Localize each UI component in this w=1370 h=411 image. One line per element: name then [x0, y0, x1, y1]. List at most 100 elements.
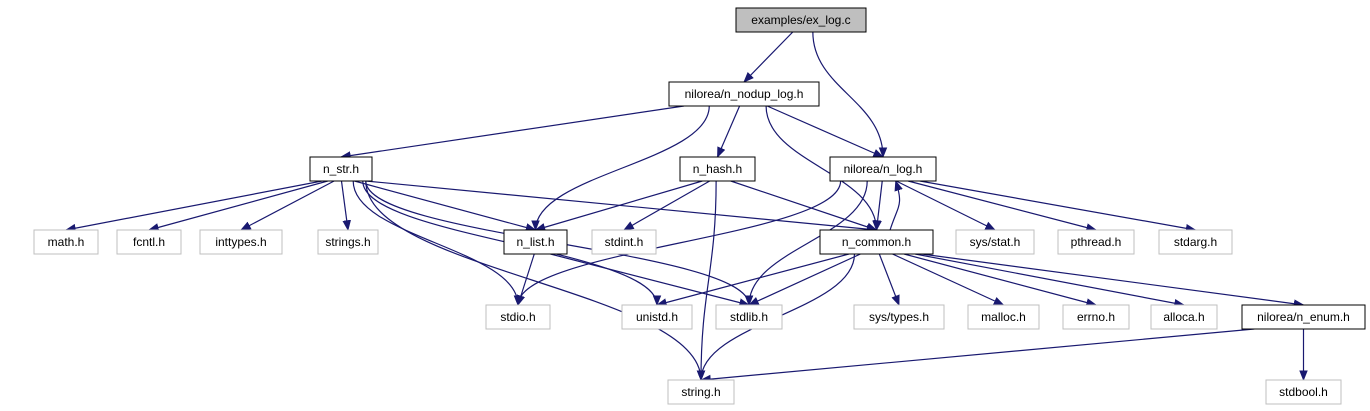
- node-fcntl: fcntl.h: [116, 229, 182, 255]
- node-box-strings: [317, 229, 379, 255]
- node-label-stdbool: stdbool.h: [1279, 385, 1328, 399]
- edge-n_log-to-pthread: [907, 180, 1098, 232]
- node-box-n_enum: [1241, 304, 1366, 330]
- node-label-n_list: n_list.h: [516, 235, 554, 249]
- node-stdint: stdint.h: [591, 229, 657, 255]
- node-box-math: [33, 229, 99, 255]
- node-label-errno: errno.h: [1077, 310, 1115, 324]
- edge-nodup-to-n_common: [765, 105, 881, 232]
- node-label-stdio: stdio.h: [500, 310, 535, 324]
- edge-n_common-to-malloc: [892, 253, 1005, 306]
- node-box-sysstat: [955, 229, 1035, 255]
- node-box-n_str: [309, 156, 373, 182]
- node-box-malloc: [967, 304, 1040, 330]
- edge-ex_log-to-n_log: [812, 31, 888, 159]
- node-inttypes: inttypes.h: [199, 229, 283, 255]
- node-nodup[interactable]: nilorea/n_nodup_log.h: [668, 81, 820, 107]
- node-label-alloca: alloca.h: [1163, 310, 1204, 324]
- node-malloc: malloc.h: [967, 304, 1040, 330]
- node-n_log[interactable]: nilorea/n_log.h: [829, 156, 937, 182]
- node-n_common[interactable]: n_common.h: [819, 229, 934, 255]
- node-label-nodup: nilorea/n_nodup_log.h: [685, 87, 804, 101]
- node-label-n_str: n_str.h: [323, 162, 359, 176]
- node-box-stdio: [485, 304, 551, 330]
- edge-n_common-to-unistd: [655, 253, 850, 307]
- edge-n_str-to-string: [365, 180, 706, 382]
- edge-n_common-to-n_log: [889, 179, 903, 231]
- node-label-malloc: malloc.h: [981, 310, 1026, 324]
- edge-n_list-to-stdio: [516, 253, 535, 307]
- node-label-stdlib: stdlib.h: [730, 310, 768, 324]
- node-box-inttypes: [199, 229, 283, 255]
- node-ex_log[interactable]: examples/ex_log.c: [735, 7, 867, 33]
- node-sysstat: sys/stat.h: [955, 229, 1035, 255]
- node-math: math.h: [33, 229, 99, 255]
- edge-ex_log-to-nodup: [743, 31, 794, 83]
- node-label-stdint: stdint.h: [605, 235, 644, 249]
- node-box-unistd: [621, 304, 693, 330]
- edge-n_hash-to-n_common: [730, 180, 878, 231]
- node-label-pthread: pthread.h: [1071, 235, 1122, 249]
- node-label-n_enum: nilorea/n_enum.h: [1257, 310, 1350, 324]
- edge-n_log-to-stdarg: [919, 180, 1197, 233]
- node-box-stdlib: [715, 304, 783, 330]
- edges-layer: [64, 31, 1308, 384]
- node-label-stdarg: stdarg.h: [1174, 235, 1217, 249]
- edge-n_common-to-stdlib: [748, 253, 861, 306]
- edge-n_common-to-alloca: [914, 253, 1186, 308]
- node-box-n_list: [503, 229, 568, 255]
- edge-n_common-to-systypes: [878, 253, 900, 307]
- node-label-ex_log: examples/ex_log.c: [751, 13, 850, 27]
- edge-n_log-to-stdio: [513, 180, 842, 307]
- node-n_enum[interactable]: nilorea/n_enum.h: [1241, 304, 1366, 330]
- edge-n_str-to-stdio: [352, 180, 523, 307]
- edge-n_str-to-n_list: [354, 180, 537, 232]
- edge-n_common-to-errno: [903, 253, 1098, 307]
- node-label-n_hash: n_hash.h: [693, 162, 742, 176]
- edge-n_log-to-n_common: [873, 180, 883, 232]
- node-box-ex_log: [735, 7, 867, 33]
- node-n_str[interactable]: n_str.h: [309, 156, 373, 182]
- node-box-pthread: [1057, 229, 1135, 255]
- edge-n_log-to-stdlib: [744, 180, 868, 307]
- node-stdbool: stdbool.h: [1265, 379, 1342, 405]
- node-string: string.h: [667, 379, 735, 405]
- edge-n_str-to-n_common: [365, 180, 878, 234]
- node-box-string: [667, 379, 735, 405]
- edge-nodup-to-n_list: [531, 105, 710, 232]
- edge-n_enum-to-string: [699, 328, 1255, 384]
- edge-n_str-to-strings: [340, 180, 352, 232]
- node-label-string: string.h: [681, 385, 720, 399]
- edge-n_str-to-fcntl: [147, 180, 328, 232]
- edge-n_list-to-stdlib: [550, 253, 751, 307]
- edge-n_log-to-sysstat: [895, 180, 996, 231]
- node-stdio: stdio.h: [485, 304, 551, 330]
- node-label-n_common: n_common.h: [842, 235, 911, 249]
- node-n_hash[interactable]: n_hash.h: [679, 156, 756, 182]
- edge-n_hash-to-string: [696, 180, 717, 382]
- edge-n_str-to-math: [64, 180, 323, 233]
- node-unistd: unistd.h: [621, 304, 693, 330]
- node-label-fcntl: fcntl.h: [133, 235, 165, 249]
- node-label-strings: strings.h: [325, 235, 370, 249]
- node-label-sysstat: sys/stat.h: [970, 235, 1021, 249]
- nodes-layer: examples/ex_log.c nilorea/n_nodup_log.h n_…: [33, 7, 1366, 405]
- edge-nodup-to-n_hash: [716, 105, 741, 158]
- node-label-inttypes: inttypes.h: [215, 235, 266, 249]
- node-box-stdint: [591, 229, 657, 255]
- node-label-unistd: unistd.h: [636, 310, 678, 324]
- node-label-n_log: nilorea/n_log.h: [844, 162, 923, 176]
- node-box-fcntl: [116, 229, 182, 255]
- edge-n_common-to-n_enum: [921, 253, 1305, 308]
- node-box-stdbool: [1265, 379, 1342, 405]
- edge-n_hash-to-n_list: [534, 180, 703, 232]
- node-stdlib: stdlib.h: [715, 304, 783, 330]
- node-n_list[interactable]: n_list.h: [503, 229, 568, 255]
- node-systypes: sys/types.h: [853, 304, 945, 330]
- node-box-stdarg: [1158, 229, 1233, 255]
- node-box-systypes: [853, 304, 945, 330]
- node-box-alloca: [1150, 304, 1218, 330]
- edge-nodup-to-n_log: [766, 105, 884, 158]
- node-strings: strings.h: [317, 229, 379, 255]
